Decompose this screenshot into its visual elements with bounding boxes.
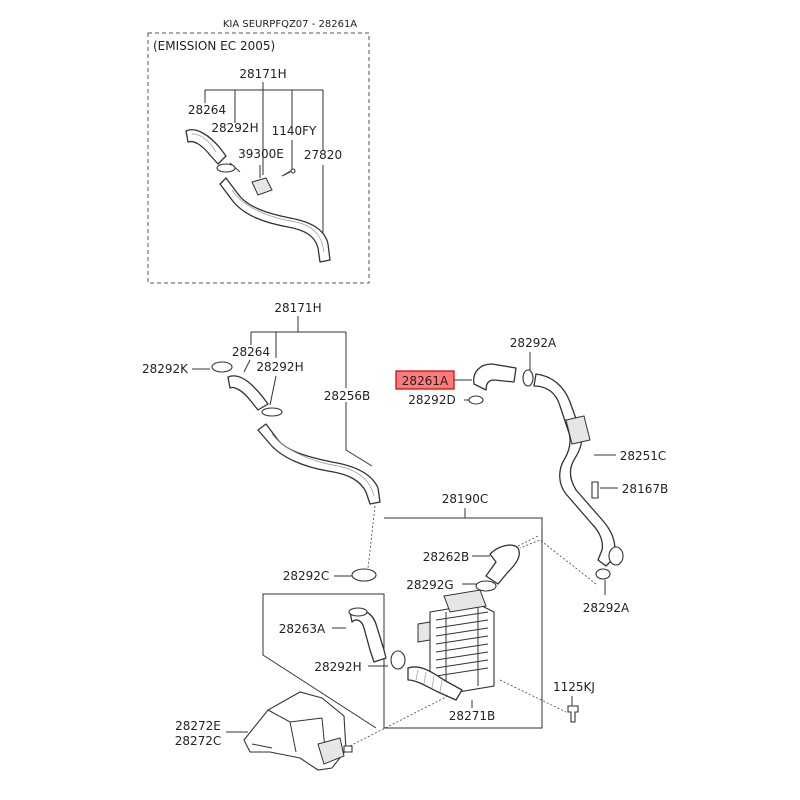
label-28167B[interactable]: 28167B [622, 482, 668, 496]
pipe-27820[interactable] [219, 177, 331, 263]
bolt-1125KJ[interactable] [567, 705, 579, 723]
flow-line-28256B [367, 505, 376, 569]
air-duct-clip[interactable] [343, 745, 353, 753]
label-28292H-emission[interactable]: 28292H [211, 121, 258, 135]
intake-assembly-panel: 28171H 28264 28292K 28292H 28256B [142, 301, 381, 505]
emission-box-title: (EMISSION EC 2005) [153, 39, 275, 53]
hose-28264-emission[interactable] [185, 129, 227, 165]
label-27820[interactable]: 27820 [304, 148, 342, 162]
hose-28264[interactable] [227, 375, 269, 411]
leader-28171H-emission [204, 82, 324, 175]
label-1125KJ[interactable]: 1125KJ [553, 680, 595, 694]
label-28262B[interactable]: 28262B [423, 550, 469, 564]
label-1140FY[interactable]: 1140FY [272, 124, 317, 138]
intercooler-bracket-left [417, 621, 431, 643]
clamp-28251C-end[interactable] [608, 546, 624, 566]
hose-28262B[interactable] [485, 544, 520, 585]
clamp-28292G[interactable] [475, 580, 497, 592]
label-28264-emission[interactable]: 28264 [188, 103, 226, 117]
bolt-1140FY[interactable] [290, 168, 296, 174]
hose-28263A[interactable] [349, 609, 387, 663]
catalog-reference: KIA SEURPFQZ07 - 28261A [223, 19, 357, 30]
pipe-28251C[interactable] [533, 373, 616, 567]
clamp-28292C[interactable] [351, 568, 377, 582]
clamp-28292A-bottom[interactable] [595, 568, 611, 580]
clamp-28292H[interactable] [261, 407, 283, 417]
label-28292H-intercooler[interactable]: 28292H [314, 660, 361, 674]
label-28292A-top[interactable]: 28292A [510, 336, 557, 350]
leader-28171H [250, 316, 373, 467]
label-39300E[interactable]: 39300E [238, 147, 284, 161]
air-duct-flange [317, 737, 345, 765]
hose-sleeve-28251C [565, 415, 591, 445]
clamp-28292H-intercooler[interactable] [390, 650, 406, 670]
clamp-28292H-emission[interactable] [216, 163, 236, 173]
intercooler-hose-panel: 28261A 28292D 28292A 28251C 28167B 28292… [395, 336, 668, 615]
bolt-28167B[interactable] [591, 481, 599, 499]
air-duct-panel: 28272E 28272C [175, 691, 353, 771]
hose-28261A[interactable] [473, 363, 517, 391]
emission-box-border [147, 32, 370, 284]
clamp-28292D[interactable] [468, 395, 484, 405]
label-28256B[interactable]: 28256B [324, 389, 370, 403]
clamp-28292A-top[interactable] [522, 369, 534, 387]
label-28292G[interactable]: 28292G [406, 578, 453, 592]
label-28292A-bottom[interactable]: 28292A [583, 601, 630, 615]
flow-line-28251C [519, 539, 597, 585]
label-28271B[interactable]: 28271B [449, 709, 495, 723]
label-28171H[interactable]: 28171H [274, 301, 321, 315]
leader-28264 [243, 359, 251, 373]
intercooler-panel: 28190C 28292C 28262B 28292G 28263A 28292… [262, 492, 595, 729]
flow-line-duct [345, 695, 449, 749]
label-28272C[interactable]: 28272C [175, 734, 222, 748]
hose-shade [191, 133, 217, 153]
bolt-1140FY-shaft [281, 171, 291, 177]
pipe-28256B-shade [271, 433, 375, 497]
flow-line-1125KJ [499, 679, 567, 713]
emission-ec-2005-panel: (EMISSION EC 2005) 28171H 28264 28292H 1… [147, 32, 370, 284]
outlet-duct-ribs [415, 669, 443, 693]
clamp-28263A-top[interactable] [348, 607, 368, 617]
label-28171H-emission[interactable]: 28171H [239, 67, 286, 81]
label-28292K[interactable]: 28292K [142, 362, 189, 376]
leader-28292H [269, 375, 277, 406]
label-28272E[interactable]: 28272E [175, 719, 221, 733]
label-28261A[interactable]: 28261A [402, 374, 449, 388]
label-28292D[interactable]: 28292D [408, 393, 455, 407]
leader-39300E [229, 162, 261, 178]
pipe-28256B[interactable] [257, 423, 381, 505]
bracket-39300E[interactable] [251, 177, 273, 196]
intercooler-outlet-duct[interactable] [407, 666, 463, 701]
air-duct-edges [251, 709, 327, 761]
intercooler-box-outline [262, 517, 543, 729]
intercooler-core-fins [435, 606, 489, 692]
label-28251C[interactable]: 28251C [620, 449, 667, 463]
label-28190C[interactable]: 28190C [442, 492, 489, 506]
label-28264[interactable]: 28264 [232, 345, 270, 359]
intercooler-tank-top [443, 589, 487, 613]
label-28263A[interactable]: 28263A [279, 622, 326, 636]
clamp-28292K[interactable] [211, 361, 233, 373]
label-28292H[interactable]: 28292H [256, 360, 303, 374]
label-28292C[interactable]: 28292C [283, 569, 330, 583]
pipe-shade [231, 189, 325, 253]
